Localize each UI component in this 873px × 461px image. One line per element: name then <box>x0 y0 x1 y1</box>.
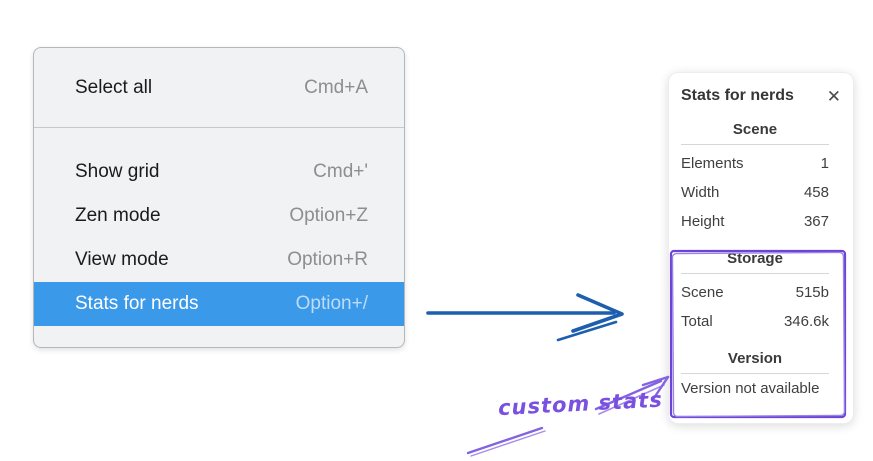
stat-label: Scene <box>681 284 724 301</box>
section-divider <box>681 273 829 274</box>
menu-item-show-grid[interactable]: Show grid Cmd+' <box>34 150 404 194</box>
menu-item-label: Zen mode <box>75 205 161 226</box>
menu-item-zen-mode[interactable]: Zen mode Option+Z <box>34 194 404 238</box>
stat-row-width: Width 458 <box>681 178 829 207</box>
section-header-scene: Scene <box>732 121 778 138</box>
section-header-version: Version <box>727 350 783 367</box>
stat-value: 1 <box>820 155 829 172</box>
stat-label: Elements <box>681 155 744 172</box>
stat-row-elements: Elements 1 <box>681 149 829 178</box>
menu-item-stats-for-nerds[interactable]: Stats for nerds Option+/ <box>34 282 404 326</box>
stat-row-height: Height 367 <box>681 207 829 236</box>
stat-value: 515b <box>795 284 829 301</box>
menu-item-label: Stats for nerds <box>75 293 199 314</box>
menu-item-shortcut: Option+/ <box>295 293 368 314</box>
menu-item-shortcut: Option+R <box>287 249 368 270</box>
section-header-storage: Storage <box>727 250 783 267</box>
close-icon[interactable]: ✕ <box>826 86 841 106</box>
custom-stats-annotation: custom stats <box>497 387 664 421</box>
blue-arrow <box>426 293 624 342</box>
menu-item-label: View mode <box>75 249 169 270</box>
menu-divider <box>34 127 404 128</box>
stat-row-scene-storage: Scene 515b <box>681 278 829 307</box>
version-note: Version not available <box>681 380 820 397</box>
menu-item-shortcut: Cmd+A <box>304 76 368 98</box>
stats-panel: Stats for nerds ✕ Scene Elements 1 Width… <box>668 72 854 424</box>
menu-item-shortcut: Cmd+' <box>313 161 368 182</box>
stat-value: 458 <box>803 184 829 201</box>
menu-item-shortcut: Option+Z <box>289 205 368 226</box>
context-menu: Select all Cmd+A Show grid Cmd+' Zen mod… <box>33 47 405 348</box>
stat-label: Width <box>681 184 720 201</box>
stat-value: 346.6k <box>783 313 829 330</box>
section-divider <box>681 373 829 374</box>
section-divider <box>681 144 829 145</box>
menu-item-label: Show grid <box>75 161 160 182</box>
stat-value: 367 <box>803 213 829 230</box>
stat-row-total-storage: Total 346.6k <box>681 307 829 336</box>
menu-item-label: Select all <box>75 76 153 98</box>
stat-label: Height <box>681 213 725 230</box>
menu-item-select-all[interactable]: Select all Cmd+A <box>34 77 404 99</box>
stats-panel-title: Stats for nerds <box>681 87 794 104</box>
stat-label: Total <box>681 313 713 330</box>
menu-item-view-mode[interactable]: View mode Option+R <box>34 238 404 282</box>
